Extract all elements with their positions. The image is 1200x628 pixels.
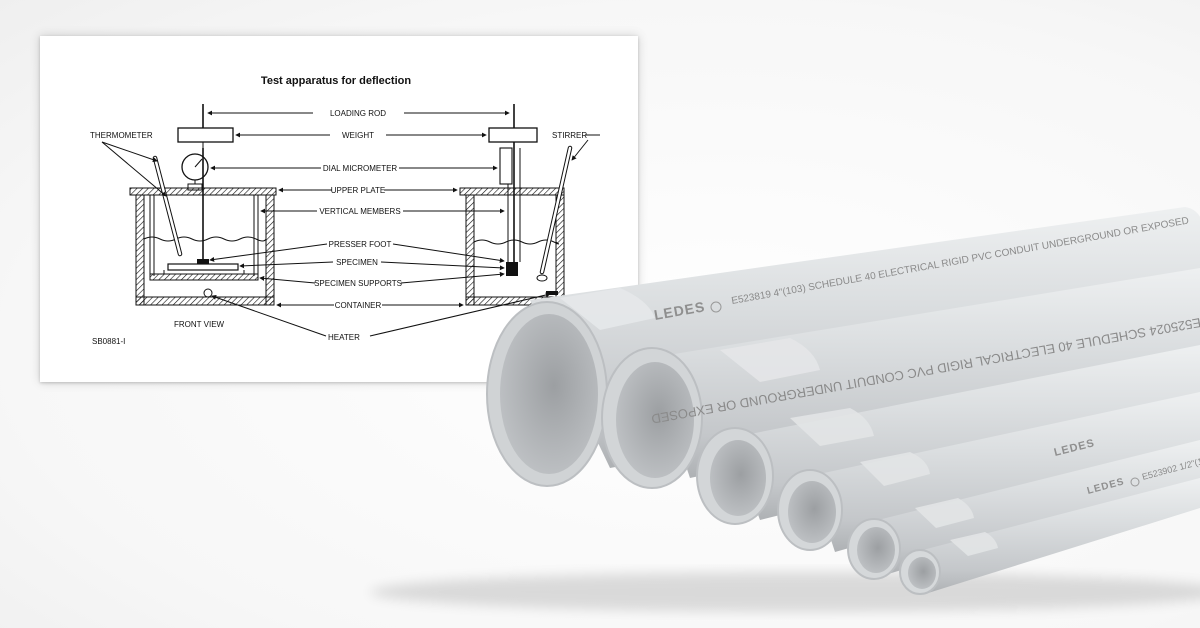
pipes-shadow [370, 572, 1200, 612]
label-container: CONTAINER [335, 301, 382, 310]
specimen-supports-plate [149, 273, 259, 281]
label-front-view: FRONT VIEW [174, 320, 225, 329]
label-presser-foot: PRESSER FOOT [329, 240, 392, 249]
thermometer [153, 156, 182, 256]
label-upper-plate: UPPER PLATE [331, 186, 386, 195]
stirrer [540, 146, 572, 274]
label-vertical-members: VERTICAL MEMBERS [319, 207, 400, 216]
presser-foot [197, 259, 209, 264]
label-stirrer: STIRRER [552, 131, 587, 140]
left-weight [177, 127, 234, 143]
pipe-5-listing-mark-icon [1130, 477, 1140, 487]
left-upper-plate [129, 187, 277, 196]
pipe-1-listing-mark-icon [710, 301, 722, 313]
right-weight [488, 127, 538, 143]
pipe-4 [777, 392, 1200, 552]
label-heater: HEATER [328, 333, 360, 342]
label-thermometer: THERMOMETER [90, 131, 153, 140]
label-specimen: SPECIMEN [336, 258, 378, 267]
pipe-2 [601, 268, 1200, 489]
right-upper-plate [459, 187, 565, 196]
label-specimen-supports: SPECIMEN SUPPORTS [314, 279, 402, 288]
label-weight: WEIGHT [342, 131, 374, 140]
deflection-apparatus-diagram: Test apparatus for deflection [90, 75, 600, 346]
label-loading-rod: LOADING ROD [330, 109, 386, 118]
label-dial-micrometer: DIAL MICROMETER [323, 164, 398, 173]
heater-element [203, 288, 213, 298]
left-container-bottom [135, 296, 275, 306]
pipe-6 [899, 478, 1200, 595]
label-figure-code: SB0881-I [92, 337, 125, 346]
diagram-title: Test apparatus for deflection [261, 75, 411, 87]
left-liquid-surface [143, 236, 267, 242]
side-specimen [506, 262, 518, 276]
